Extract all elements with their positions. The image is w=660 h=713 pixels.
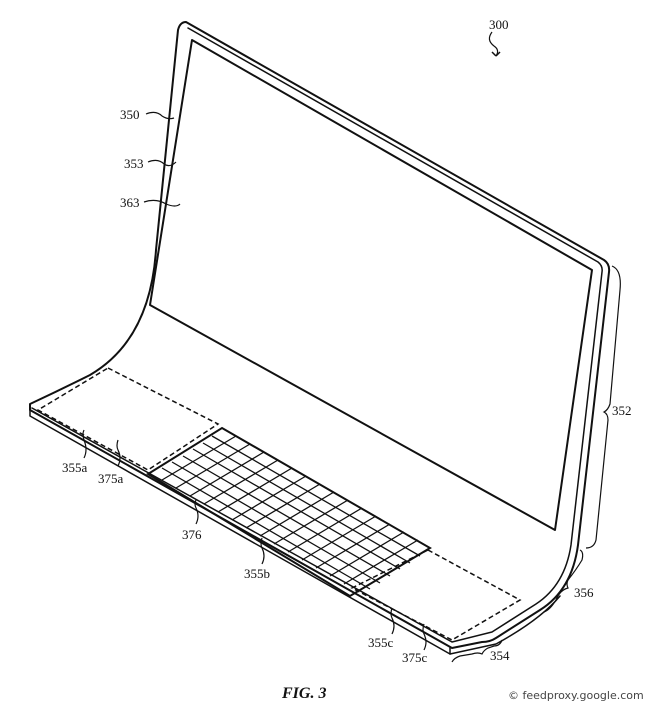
arrow-300 — [491, 51, 501, 57]
label-355c: 355c — [368, 635, 394, 650]
source-watermark: © feedproxy.google.com — [508, 689, 644, 702]
housing-edge — [31, 27, 603, 643]
label-300: 300 — [489, 17, 509, 32]
label-355b: 355b — [244, 566, 270, 581]
housing-outline — [29, 21, 611, 649]
leader-375a — [116, 439, 121, 467]
display-screen — [149, 39, 593, 531]
label-355a: 355a — [62, 460, 88, 475]
leader-375c — [422, 623, 427, 651]
figure-caption: FIG. 3 — [282, 685, 327, 702]
leader-353 — [147, 159, 177, 167]
label-376: 376 — [182, 527, 202, 542]
brace-352 — [585, 265, 621, 549]
brace-356 — [543, 549, 584, 613]
leader-376 — [194, 499, 199, 525]
trackpad-region-right — [350, 549, 522, 641]
brace-354 — [451, 639, 503, 663]
label-353: 353 — [124, 156, 144, 171]
label-375c: 375c — [402, 650, 428, 665]
leader-300 — [488, 31, 499, 57]
label-354: 354 — [490, 648, 510, 663]
trackpad-region-left — [36, 367, 220, 471]
leader-355b — [260, 537, 265, 565]
keyboard-drawing — [146, 426, 432, 598]
label-363: 363 — [120, 195, 140, 210]
label-350: 350 — [120, 107, 140, 122]
label-352: 352 — [612, 403, 632, 418]
leader-350 — [145, 111, 175, 120]
label-356: 356 — [574, 585, 594, 600]
leader-363 — [143, 199, 181, 207]
label-375a: 375a — [98, 471, 124, 486]
leader-355c — [390, 607, 395, 635]
leader-355a — [82, 429, 87, 459]
